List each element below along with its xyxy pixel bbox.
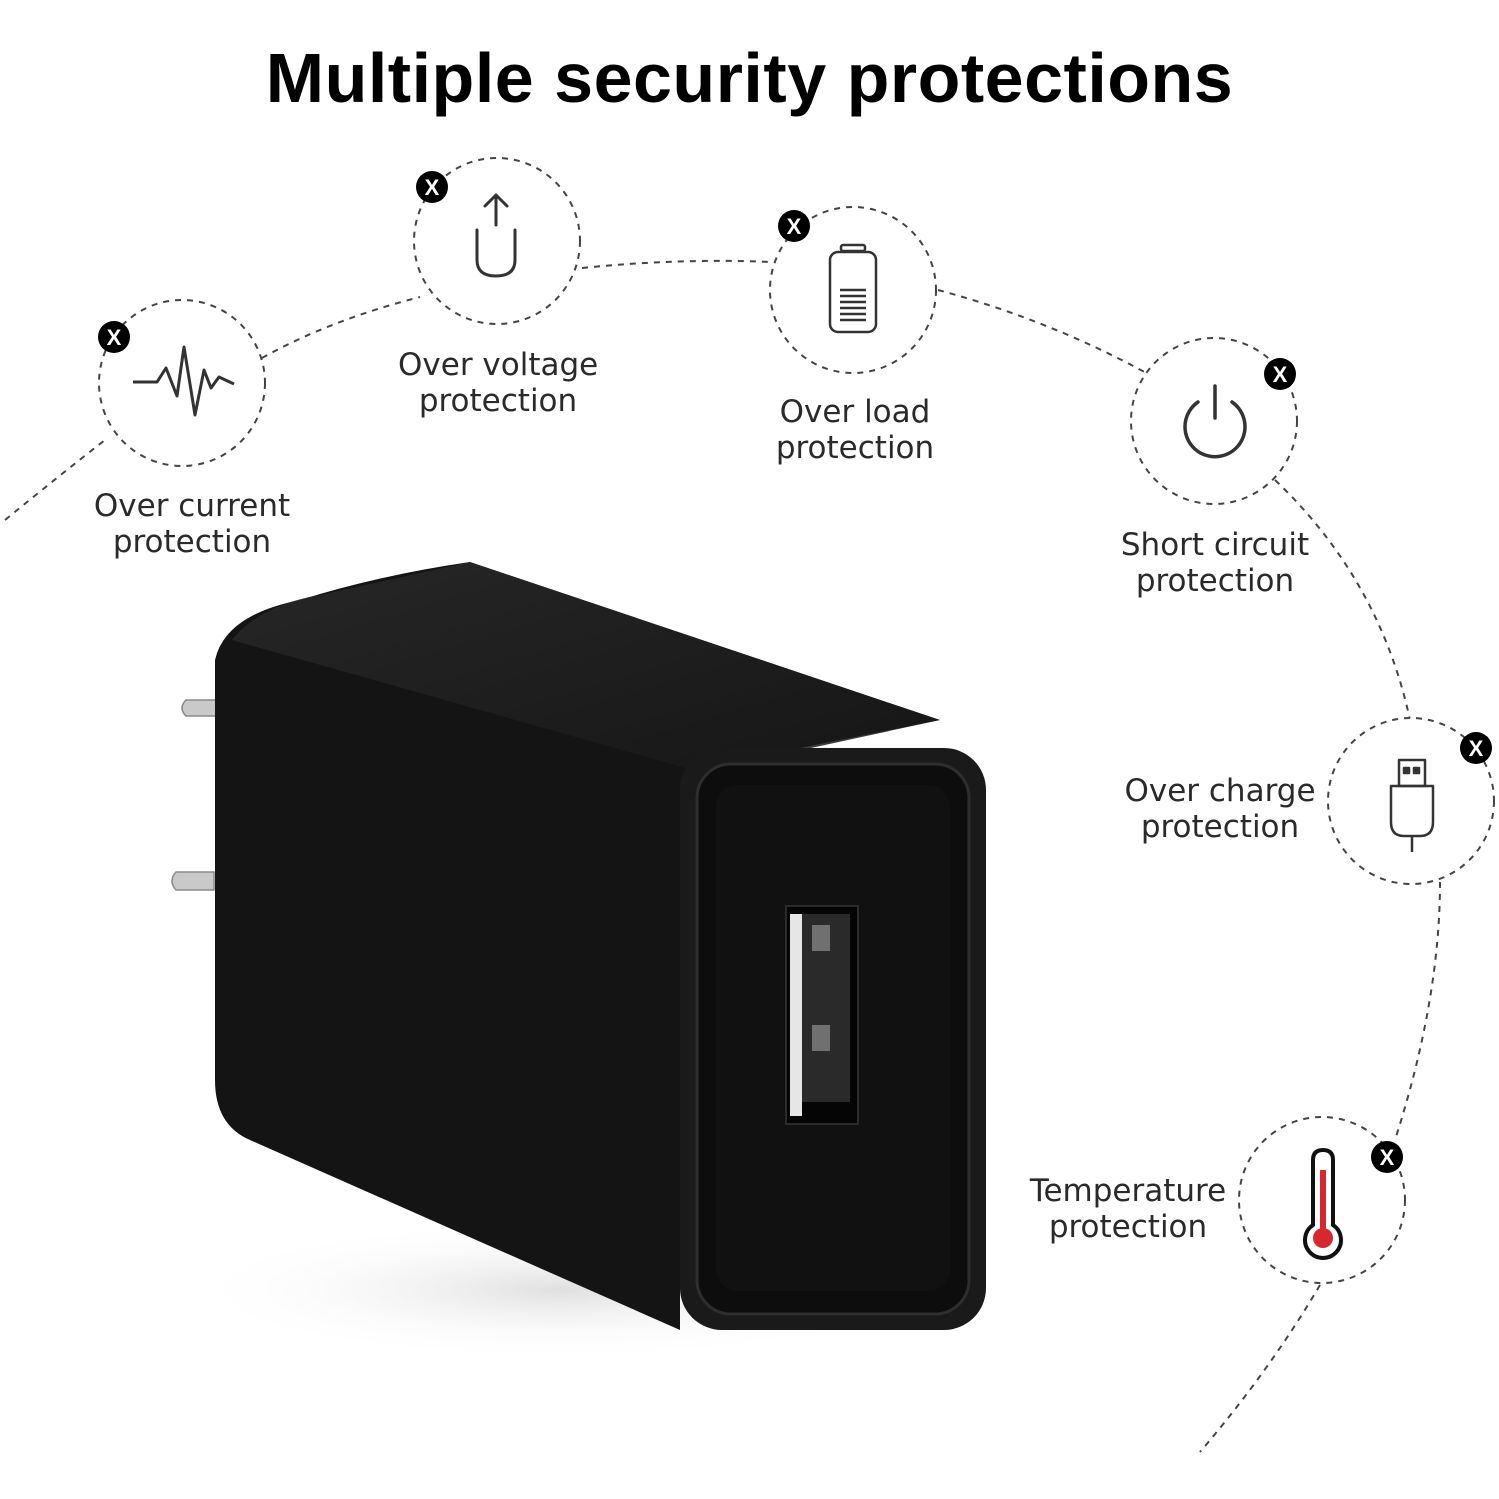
short-circuit-circle (1130, 337, 1298, 505)
usb-plug-icon (1389, 758, 1435, 852)
usb-wall-charger-image (171, 562, 986, 1360)
svg-text:X: X (425, 175, 440, 200)
usb-port (785, 905, 859, 1125)
dashed-connector-path (4, 259, 1441, 1453)
svg-text:X: X (107, 325, 122, 350)
thermometer-icon (1303, 1147, 1343, 1260)
x-badge-icon: X (416, 171, 448, 203)
svg-text:X: X (1469, 736, 1484, 761)
upload-arrow-u-icon (475, 193, 517, 278)
page-title: Multiple security protections (265, 39, 1234, 117)
x-badge-icon: X (778, 210, 810, 242)
x-badge-icon: X (1460, 732, 1492, 764)
heartbeat-wave-icon (133, 345, 235, 417)
svg-text:X: X (1273, 362, 1288, 387)
x-badge-icon: X (1371, 1141, 1403, 1173)
x-badge-icon: X (1264, 358, 1296, 390)
over-current-circle (98, 299, 266, 467)
over-charge-circle (1327, 717, 1495, 885)
power-icon (1183, 384, 1247, 459)
plug-prongs (171, 699, 217, 891)
svg-text:X: X (1380, 1145, 1395, 1170)
x-badge-icon: X (98, 321, 130, 353)
x-badges: X X X X X X (98, 171, 1492, 1173)
battery-icon (828, 243, 878, 334)
svg-text:X: X (787, 214, 802, 239)
over-voltage-circle (413, 157, 581, 325)
